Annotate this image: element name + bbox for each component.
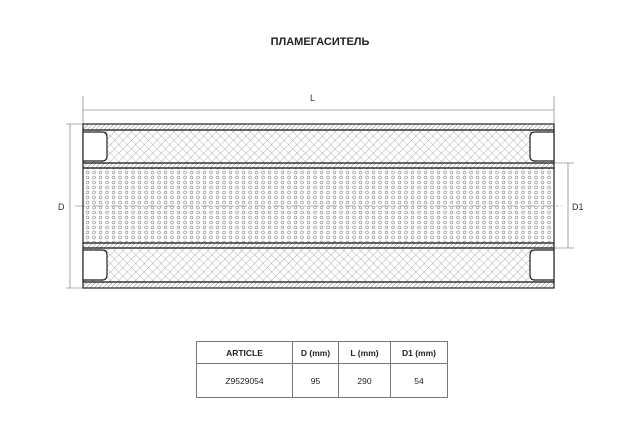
diameter-label: D — [58, 202, 65, 212]
spec-table: ARTICLE D (mm) L (mm) D1 (mm) Z9529054 9… — [196, 341, 448, 398]
header-l: L (mm) — [338, 341, 391, 364]
end-caps — [82, 131, 555, 281]
body — [82, 123, 555, 289]
cell-d: 95 — [292, 363, 339, 398]
cell-d1: 54 — [390, 363, 448, 398]
page-title: ПЛАМЕГАСИТЕЛЬ — [270, 36, 370, 48]
cell-l: 290 — [338, 363, 391, 398]
header-d1: D1 (mm) — [390, 341, 448, 364]
length-label: L — [310, 93, 316, 103]
header-article: ARTICLE — [196, 341, 293, 364]
header-d: D (mm) — [292, 341, 339, 364]
table-row: Z9529054 95 290 54 — [196, 363, 448, 398]
table-header-row: ARTICLE D (mm) L (mm) D1 (mm) — [196, 341, 448, 364]
cell-article: Z9529054 — [196, 363, 293, 398]
inner-diameter-label: D1 — [572, 202, 584, 212]
